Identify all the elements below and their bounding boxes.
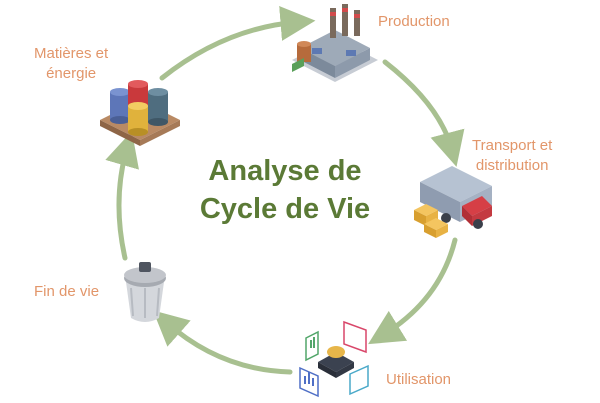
arrow-usage-to-end-of-life xyxy=(152,310,293,375)
arrow-materials-to-production xyxy=(159,5,316,81)
arrow-transport-to-usage xyxy=(368,237,458,345)
arrow-end-of-life-to-materials xyxy=(105,131,139,261)
trash-bin-icon xyxy=(124,262,166,322)
title-line-1: Analyse de xyxy=(208,155,362,187)
stage-label-transport: Transport et distribution xyxy=(472,136,552,176)
stage-label-usage: Utilisation xyxy=(386,371,452,388)
barrels-icon xyxy=(100,80,180,146)
delivery-truck-icon xyxy=(414,166,492,238)
cycle-arrows xyxy=(105,5,465,375)
title-line-2: Cycle de Vie xyxy=(199,193,371,225)
stage-label-end-of-life: Fin de vie xyxy=(34,283,100,300)
stage-label-production: Production xyxy=(378,13,450,30)
dashboard-chip-icon xyxy=(299,320,369,398)
stage-label-transport-line-1: Transport et xyxy=(472,137,553,154)
arrow-production-to-transport xyxy=(382,59,465,167)
stage-label-materials-line-2: énergie xyxy=(46,65,97,82)
stage-label-transport-line-2: distribution xyxy=(475,157,549,174)
stage-label-materials: Matières et énergie xyxy=(34,44,108,84)
stage-label-materials-line-1: Matières et xyxy=(34,45,109,62)
center-title: Analyse de Cycle de Vie xyxy=(180,152,390,228)
factory-icon xyxy=(292,4,378,82)
